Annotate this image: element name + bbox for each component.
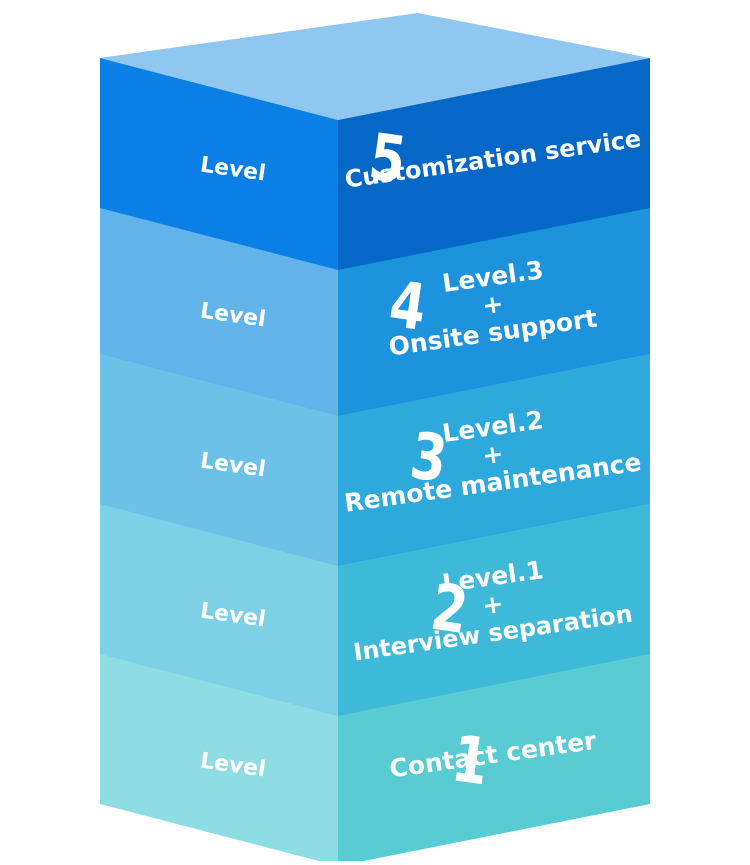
tier-4-right-face [338,204,650,416]
tier-3-left-face [100,354,338,566]
tier-2-text-line: + [480,589,505,621]
tier-4-text-line: + [480,289,505,321]
tier-3-right-face [338,354,650,566]
tier-1-left-face [100,654,338,865]
tier-5-left-face [100,58,338,270]
tier-4-left-face [100,204,338,416]
tier-5-right-face [338,58,650,270]
tier-3-text-line: + [480,439,505,471]
tier-2-right-face [338,504,650,716]
tier-2-left-face [100,504,338,716]
tier-5-top-face [100,13,650,120]
tier-1-right-face [338,654,650,865]
